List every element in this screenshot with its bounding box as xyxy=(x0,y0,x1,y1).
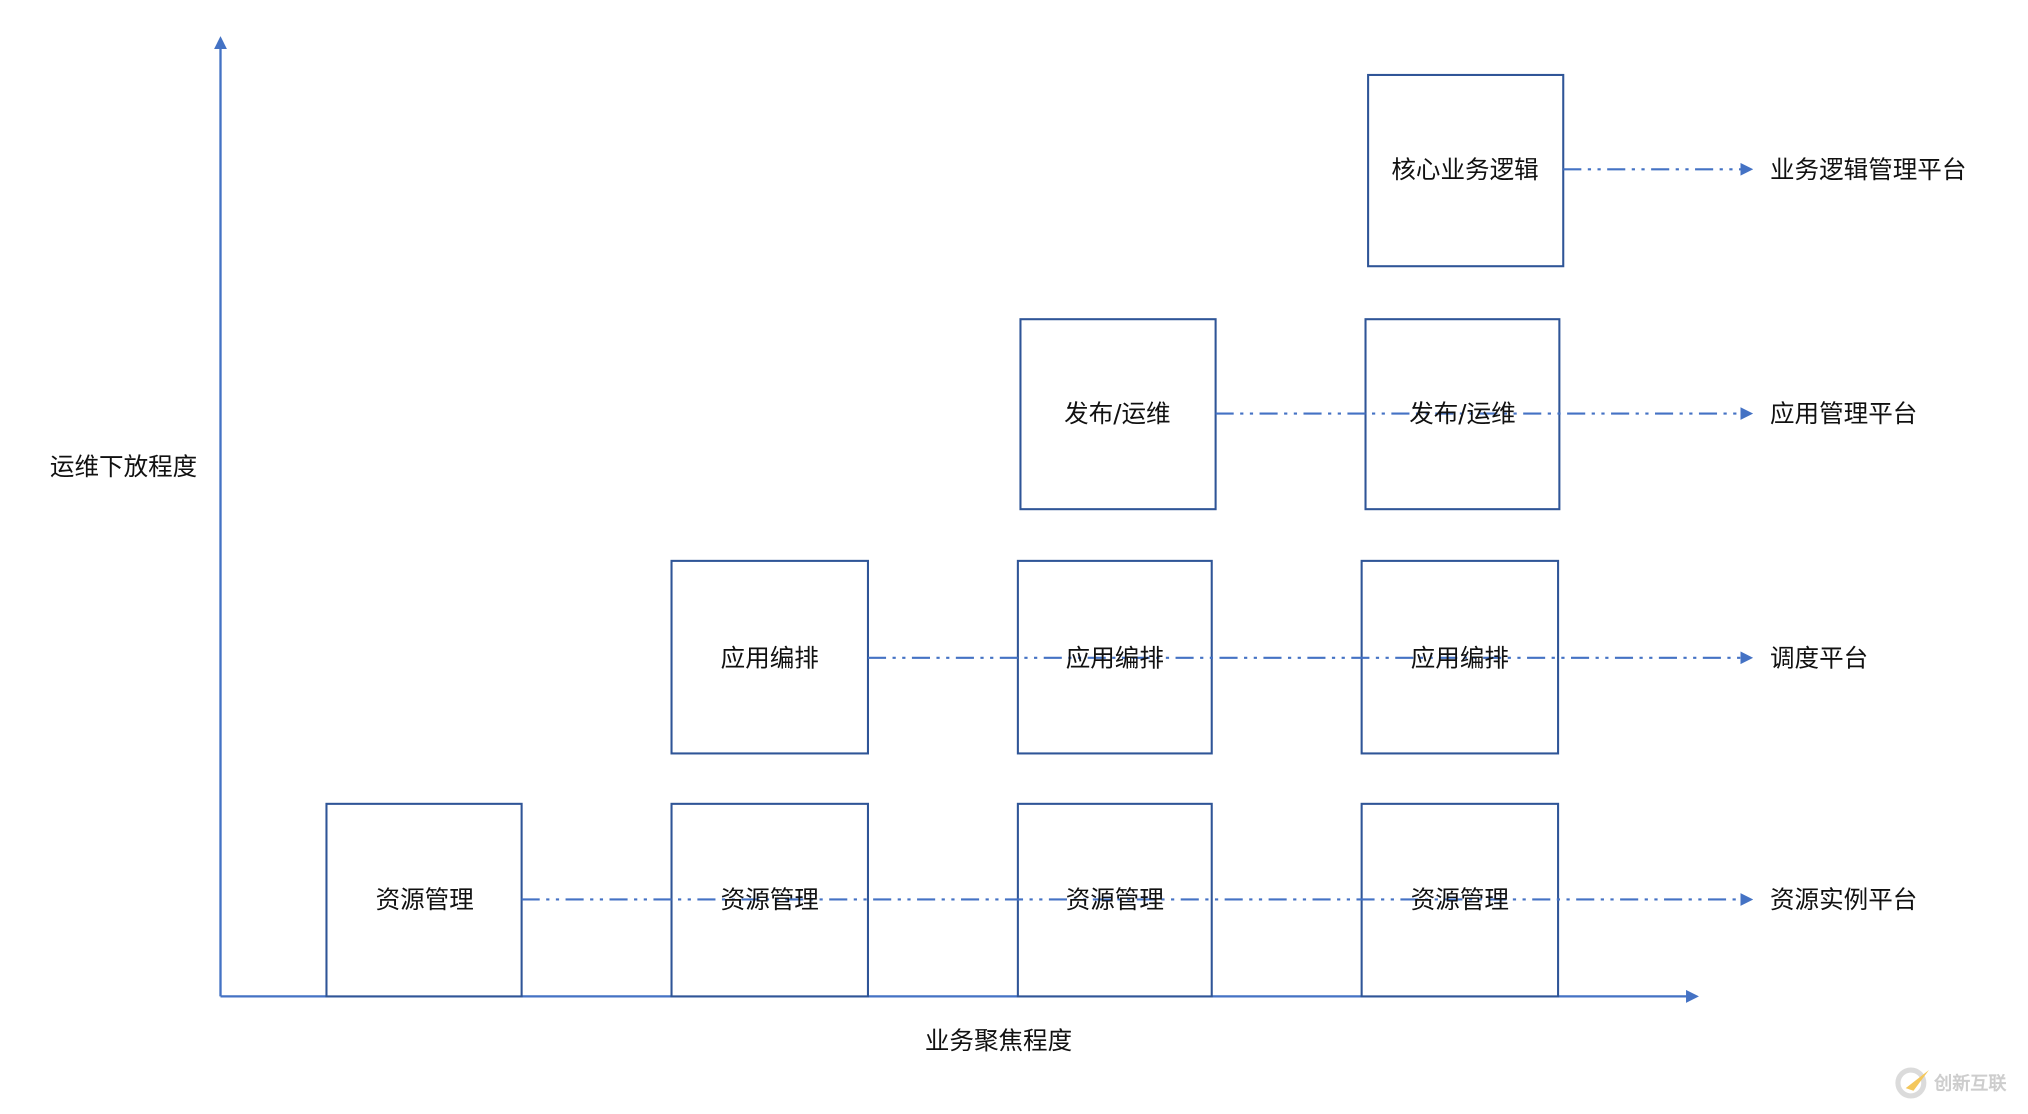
watermark-logo-icon xyxy=(1895,1067,1927,1099)
box-label: 应用编排 xyxy=(1066,643,1164,672)
platform-label-app-management: 应用管理平台 xyxy=(1770,399,1917,428)
box-release-1 xyxy=(1019,318,1217,511)
platform-label-scheduling: 调度平台 xyxy=(1770,643,1868,672)
row-release: 发布/运维 发布/运维 应用管理平台 xyxy=(1019,318,1917,511)
platform-label-resource: 资源实例平台 xyxy=(1770,885,1917,914)
box-label: 发布/运维 xyxy=(1064,399,1170,428)
row-resource: 资源管理 资源管理 资源管理 资源管理 资源实例平台 xyxy=(325,802,1917,998)
box-label: 应用编排 xyxy=(1411,643,1509,672)
x-axis-label: 业务聚焦程度 xyxy=(925,1026,1072,1055)
box-label: 资源管理 xyxy=(721,885,819,914)
y-axis-label: 运维下放程度 xyxy=(50,452,197,481)
box-label: 发布/运维 xyxy=(1409,399,1515,428)
box-resource-1 xyxy=(325,802,523,998)
box-label: 资源管理 xyxy=(1066,885,1164,914)
box-orchestration-1 xyxy=(670,559,869,755)
watermark-logo-swoosh-icon xyxy=(1905,1070,1929,1091)
box-orchestration-3 xyxy=(1360,559,1560,755)
row-orchestration: 应用编排 应用编排 应用编排 调度平台 xyxy=(670,559,1868,755)
watermark: 创新互联 xyxy=(1895,1067,2007,1099)
box-label: 资源管理 xyxy=(376,885,474,914)
row-core: 核心业务逻辑 业务逻辑管理平台 xyxy=(1367,73,1966,268)
box-label: 资源管理 xyxy=(1411,885,1509,914)
platform-label-business-logic: 业务逻辑管理平台 xyxy=(1770,155,1966,184)
box-core-logic xyxy=(1367,73,1565,268)
box-label: 应用编排 xyxy=(721,643,819,672)
box-label: 核心业务逻辑 xyxy=(1391,155,1538,184)
watermark-text: 创新互联 xyxy=(1933,1072,2007,1094)
